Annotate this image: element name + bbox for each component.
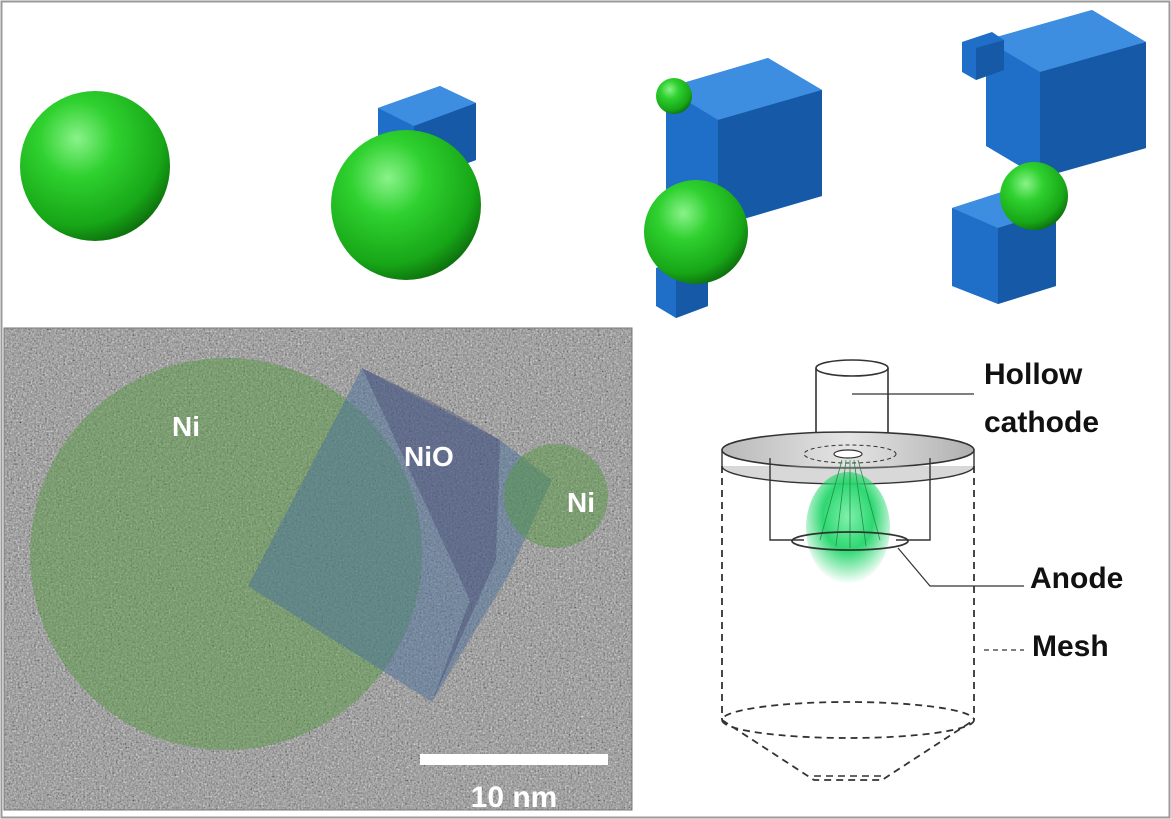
tem-image [4,328,632,810]
scale-bar [420,754,608,765]
label-anode: Anode [1030,562,1123,595]
scale-bar-label: 10 nm [471,781,558,814]
tem-label-ni-small: Ni [567,487,595,518]
stage-4-small-sphere-three-cubes-icon [952,10,1146,304]
stage-3-two-spheres-two-cubes-icon [644,58,822,318]
stage-2-sphere-with-cube-icon [331,86,481,280]
label-hollow: Hollow [984,358,1083,391]
ni-small-particle [504,444,608,548]
stage-1-green-sphere-icon [20,91,170,241]
hollow-cathode-reactor-icon [721,359,1024,781]
tem-label-ni-large: Ni [172,411,200,442]
tem-label-nio: NiO [404,441,454,472]
nio-particle [248,368,552,702]
label-cathode: cathode [984,406,1099,439]
label-mesh: Mesh [1032,630,1109,663]
